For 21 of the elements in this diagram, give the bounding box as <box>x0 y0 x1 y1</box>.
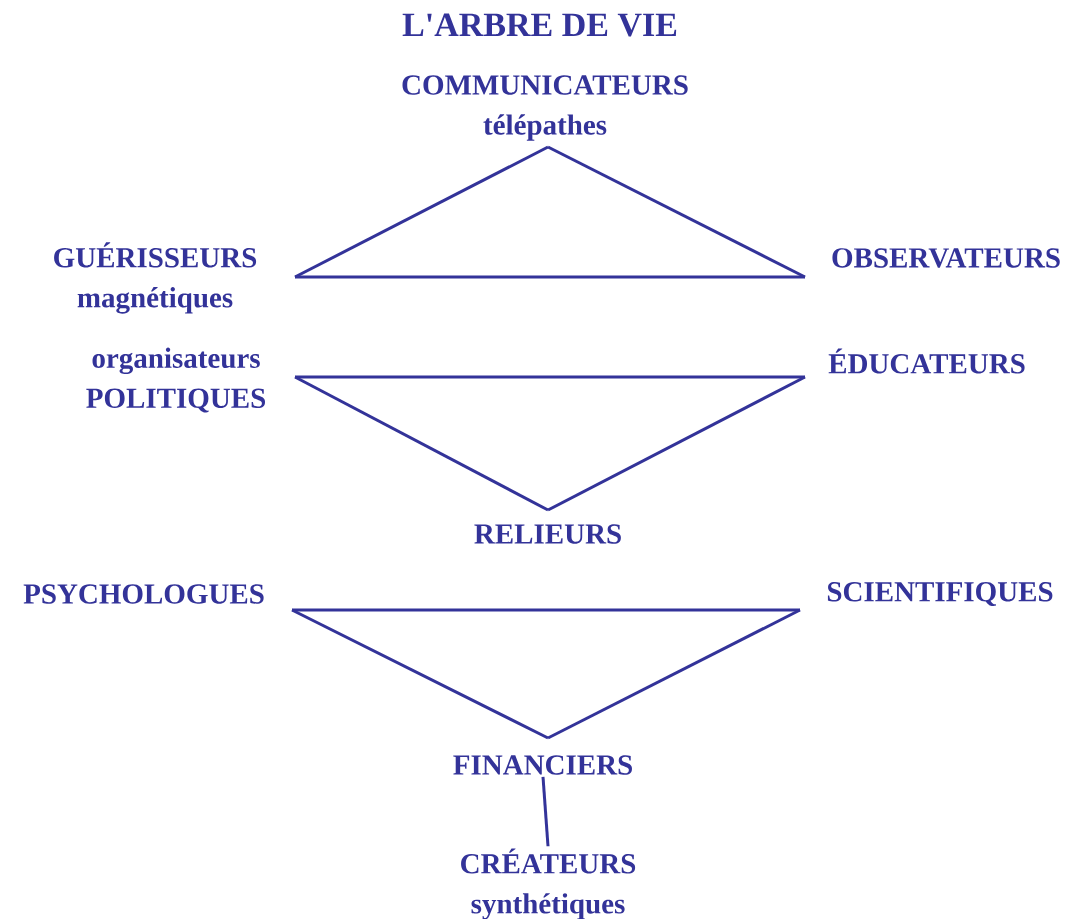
role-label: ÉDUCATEURS <box>828 348 1025 374</box>
triangle-side <box>547 145 806 279</box>
triangle-side <box>295 275 805 279</box>
role-label: organisateurs POLITIQUES <box>86 347 265 413</box>
role-label: COMMUNICATEURS télépathes <box>402 75 688 141</box>
triangle-side <box>547 608 801 740</box>
role-label: OBSERVATEURS <box>832 248 1060 268</box>
triangle-side <box>295 375 805 379</box>
title: L'ARBRE DE VIE <box>402 13 677 37</box>
role-label: PSYCHOLOGUES <box>23 584 264 604</box>
triangle-side <box>547 375 806 512</box>
role-label: GUÉRISSEURS magnétiques <box>54 242 257 314</box>
role-label: SCIENTIFIQUES <box>827 582 1053 606</box>
triangle-side <box>291 608 549 740</box>
role-label: CRÉATEURS synthétiques <box>461 848 636 919</box>
triangle-side <box>294 375 549 512</box>
role-label: RELIEURS <box>474 524 621 544</box>
triangle-side <box>292 608 800 612</box>
triangle-side <box>541 776 550 847</box>
triangle-side <box>294 145 549 279</box>
role-label: FINANCIERS <box>453 755 632 775</box>
